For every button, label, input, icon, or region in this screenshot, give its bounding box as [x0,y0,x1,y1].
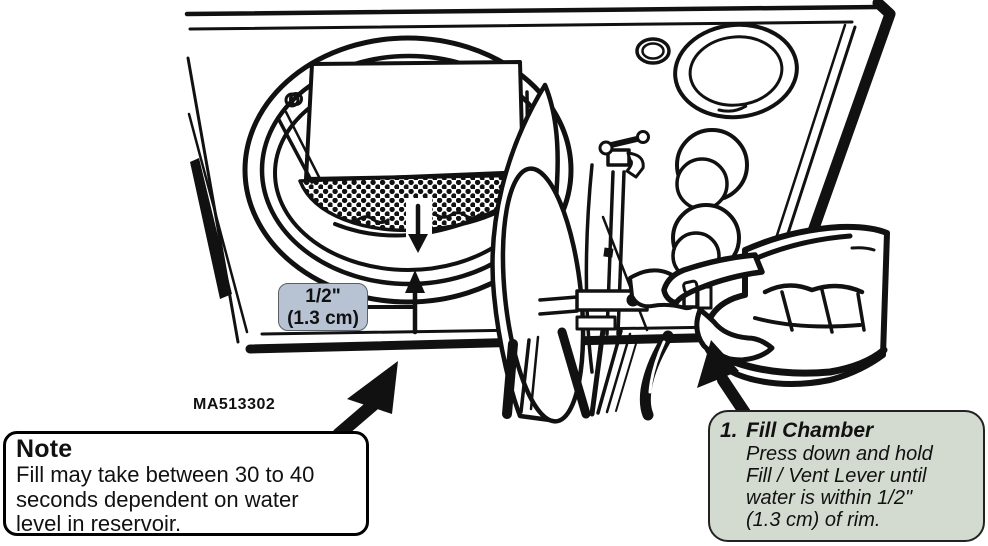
callout-step-number: 1. [720,419,738,442]
measurement-line2: (1.3 cm) [287,308,359,329]
water-level-marks [341,211,481,224]
fingernail [682,279,699,295]
note-line: Fill may take between 30 to 40 [16,462,315,487]
measurement-line1: 1/2" [305,286,341,307]
vent-hole [635,37,671,65]
lever-linkage [490,82,639,424]
note-line: level in reservoir. [16,511,182,536]
callout-line: water is within 1/2" [746,487,913,509]
note-line: seconds dependent on water [16,486,299,512]
note-title: Note [16,435,73,463]
hand [661,223,890,387]
note-box: Note Fill may take between 30 to 40 seco… [3,431,369,536]
fill-chamber-callout: 1. Fill Chamber Press down and hold Fill… [708,410,985,542]
down-arrow-icon [408,203,428,253]
note-arrow-icon [332,361,398,441]
callout-arrow-icon [697,340,751,419]
callout-line: Fill / Vent Lever until [746,465,927,487]
callout-line: (1.3 cm) of rim. [746,509,881,531]
drawing-id-label: MA513302 [193,396,276,413]
callout-title: Fill Chamber [746,419,874,442]
callout-line: Press down and hold [746,443,933,465]
control-knob-upper [675,128,749,211]
gauge-opening [673,22,799,120]
measurement-label: 1/2" (1.3 cm) [278,283,368,331]
